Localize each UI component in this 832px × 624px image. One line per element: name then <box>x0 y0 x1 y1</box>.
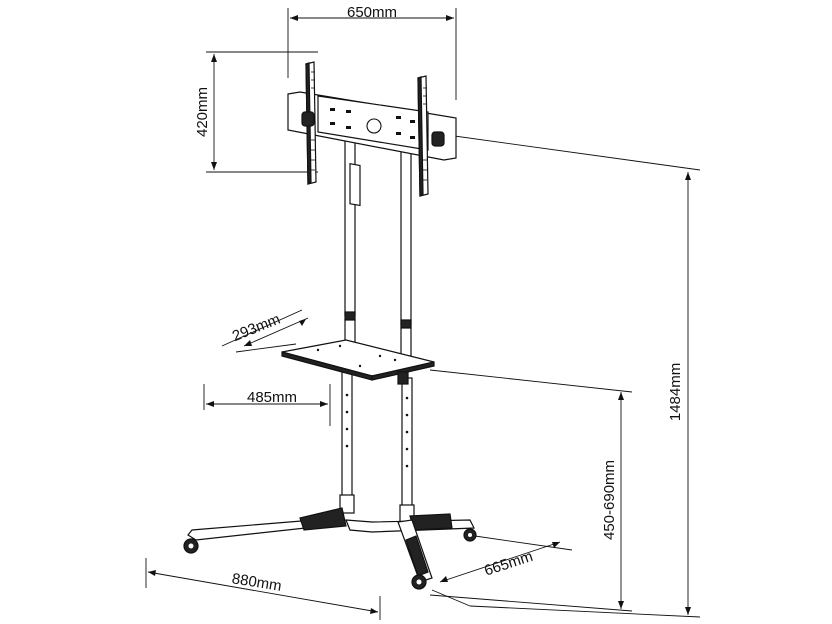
total-height-label: 1484mm <box>667 363 684 421</box>
vesa-height-label: 420mm <box>194 87 211 137</box>
casters <box>183 528 477 590</box>
glass-shelf <box>281 339 435 385</box>
shelf-depth-label: 293mm <box>230 311 283 346</box>
tv-stand-illustration <box>183 61 477 590</box>
vesa-mount-bracket <box>287 61 457 207</box>
shelf-height-label: 450-690mm <box>601 460 618 540</box>
vesa-width-label: 650mm <box>347 4 397 21</box>
dimension-lines <box>145 8 701 620</box>
lower-poles <box>339 369 415 524</box>
shelf-width-label: 485mm <box>247 389 297 406</box>
base-depth-label: 665mm <box>482 548 535 580</box>
base-legs <box>187 507 475 583</box>
